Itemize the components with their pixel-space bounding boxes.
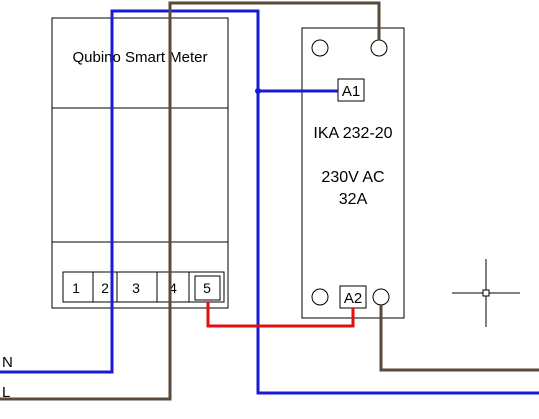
- terminal-3-label: 3: [132, 280, 140, 296]
- contactor: A1 A2 IKA 232-20 230V AC 32A: [301, 27, 405, 319]
- terminal-5-label: 5: [203, 280, 211, 296]
- line-label: L: [2, 384, 10, 401]
- terminal-bottom-right: [372, 288, 390, 306]
- line-wire: [0, 1, 539, 401]
- signal-wire: [206, 302, 355, 328]
- smart-meter: Qubino Smart Meter 1 2 3 4 5: [51, 17, 229, 309]
- contactor-model: IKA 232-20: [313, 125, 392, 142]
- terminal-block: 1 2 3 4 5: [62, 271, 225, 303]
- crosshair-icon: [452, 259, 520, 327]
- mount-hole-top-left: [311, 39, 329, 57]
- neutral-label: N: [2, 354, 13, 371]
- contactor-voltage: 230V AC: [321, 169, 384, 186]
- terminal-4-label: 4: [169, 280, 177, 296]
- coil-terminal-a2-label: A2: [344, 290, 362, 307]
- contactor-current: 32A: [339, 191, 368, 208]
- mount-hole-bottom-left: [311, 288, 329, 306]
- terminal-2-label: 2: [101, 280, 109, 296]
- neutral-wire: [0, 9, 539, 395]
- terminal-top-right: [370, 39, 388, 57]
- terminal-1-label: 1: [72, 280, 80, 296]
- coil-terminal-a1-label: A1: [342, 83, 360, 100]
- junction-dot: [255, 88, 261, 94]
- meter-title: Qubino Smart Meter: [72, 49, 207, 66]
